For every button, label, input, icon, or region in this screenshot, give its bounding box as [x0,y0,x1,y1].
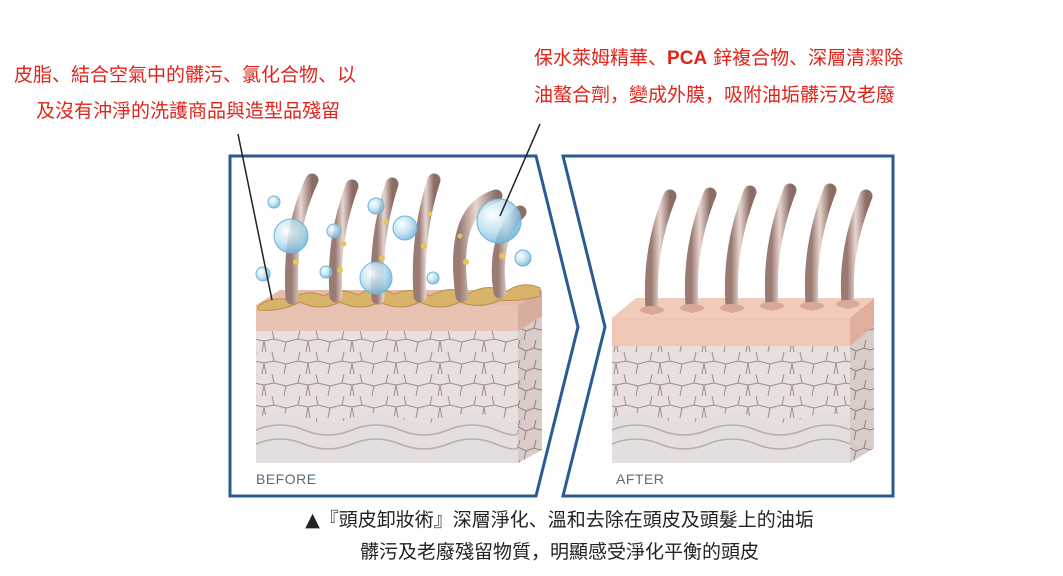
annotation-right-text-c: 鋅複合物、深層清潔除 [707,47,904,69]
after-hairs [640,183,873,315]
annotation-right-line1: 保水萊姆精華、PCA 鋅複合物、深層清潔除 [534,40,903,77]
before-panel: BEFORE [228,154,580,498]
annotation-left-line2: 及沒有沖淨的洗護商品與造型品殘留 [36,100,341,122]
before-label: BEFORE [256,471,317,487]
figure-caption: ▲『頭皮卸妝術』深層淨化、溫和去除在頭皮及頭髮上的油垢 髒污及老廢殘留物質，明顯… [0,504,1063,568]
pointer-line-left [237,133,273,301]
cleansing-bubbles [255,195,532,295]
annotation-right-line2: 油螯合劑，變成外膜，吸附油垢髒污及老廢 [534,84,896,106]
annotation-left-line1: 皮脂、結合空氣中的髒污、氯化合物、以 [14,64,357,86]
after-label: AFTER [616,471,664,487]
annotation-left: 皮脂、結合空氣中的髒污、氯化合物、以 及沒有沖淨的洗護商品與造型品殘留 [14,57,356,129]
annotation-right: 保水萊姆精華、PCA 鋅複合物、深層清潔除 油螯合劑，變成外膜，吸附油垢髒污及老… [534,40,903,113]
pointer-line-right [499,123,541,217]
after-panel: AFTER [561,154,895,498]
annotation-right-pca: PCA [667,48,708,69]
caption-line1: ▲『頭皮卸妝術』深層淨化、溫和去除在頭皮及頭髮上的油垢 [305,509,814,531]
annotation-right-text-a: 保水萊姆精華、 [534,47,668,69]
caption-line2: 髒污及老廢殘留物質，明顯感受淨化平衡的頭皮 [359,541,759,563]
